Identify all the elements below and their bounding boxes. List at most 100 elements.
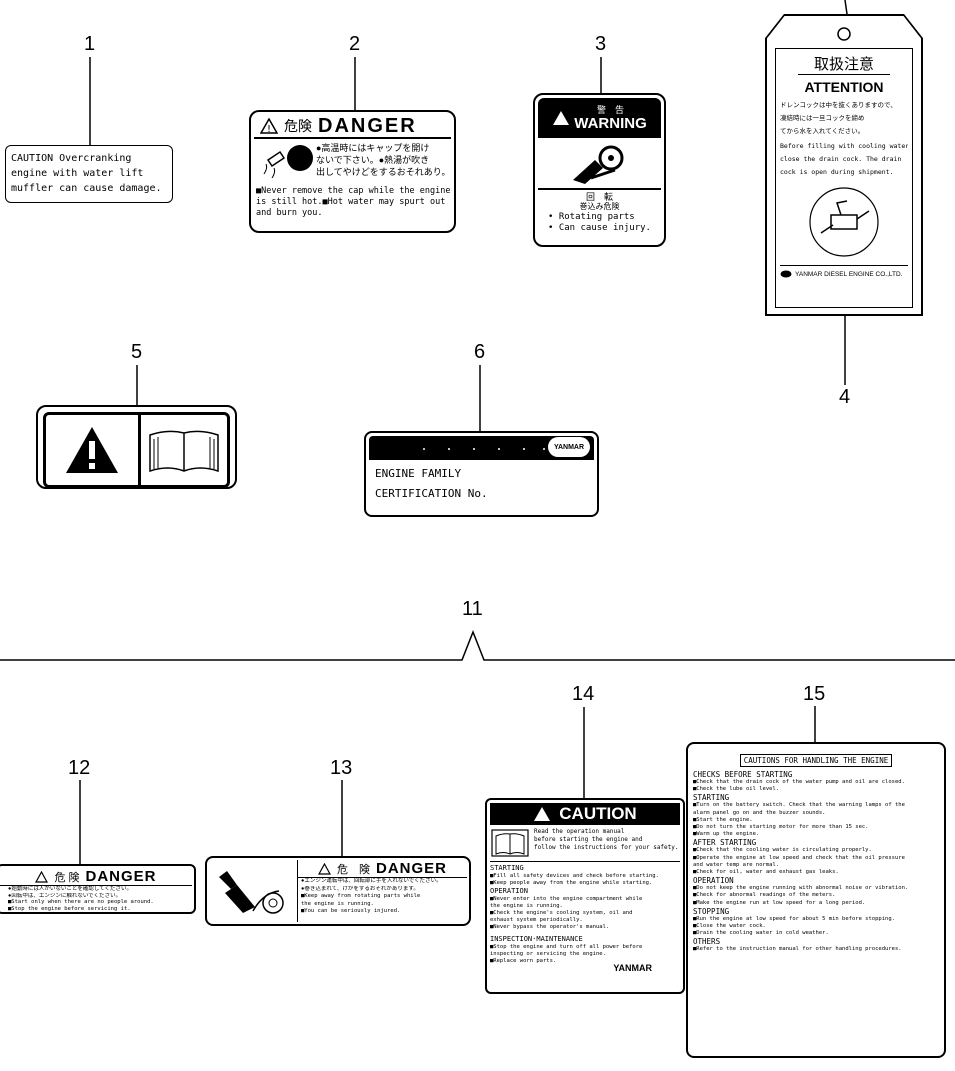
label-14-line: ■Keep people away from the engine while … bbox=[490, 880, 653, 886]
label-13-en-line: ■You can be seriously injured. bbox=[301, 908, 401, 914]
label-15-section-title: OTHERS bbox=[693, 937, 721, 947]
label-13-pictogram bbox=[209, 860, 298, 922]
svg-text:!: ! bbox=[267, 124, 271, 134]
label-15-line: ■Check the lube oil level. bbox=[693, 786, 780, 793]
warning-triangle-icon: ! bbox=[260, 118, 278, 134]
warning-triangle-icon bbox=[66, 427, 118, 473]
label-15-line: ■Check for oil, water and exhaust gas le… bbox=[693, 869, 839, 876]
label-14-line: ■Stop the engine and turn off all power … bbox=[490, 944, 643, 950]
label-4-jp-line: てから水を入れてください。 bbox=[780, 128, 865, 135]
tag-outline bbox=[765, 14, 923, 316]
label-3-heading: WARNING bbox=[574, 114, 647, 132]
label-14-intro-line: before starting the engine and bbox=[534, 836, 643, 843]
label-6-line2: CERTIFICATION No. bbox=[375, 487, 488, 500]
label-2-en-line: and burn you. bbox=[256, 208, 323, 218]
label-15-line: ■Make the engine run at low speed for a … bbox=[693, 899, 866, 906]
label-14-line: ■Replace worn parts. bbox=[490, 958, 557, 964]
label-13-jp-line: ●巻き込まれて、けがをするおそれがあります。 bbox=[301, 885, 419, 892]
label-4-inner: 取扱注意 ATTENTION ドレンコックは中を抜くありますので、 凍結時には一… bbox=[775, 48, 913, 308]
label-3-jp-caption2: 巻込み危険 bbox=[579, 202, 620, 211]
label-15-line: ■Check that the cooling water is circula… bbox=[693, 847, 872, 854]
label-15-line: ■Close the water cock. bbox=[693, 923, 766, 930]
label-15-line: ■Run the engine at low speed for about 5… bbox=[693, 915, 895, 922]
label-12-heading-jp: 危 険 bbox=[54, 871, 80, 884]
label-15-line: ■Refer to the instruction manual for oth… bbox=[693, 946, 902, 953]
bracket-11 bbox=[0, 629, 955, 661]
warning-triangle-icon bbox=[553, 111, 570, 125]
callout-13: 13 bbox=[330, 757, 353, 779]
label-14-section-title: INSPECTION·MAINTENANCE bbox=[490, 935, 583, 943]
label-4-title-jp: 取扱注意 bbox=[798, 53, 890, 75]
yanmar-logo-icon bbox=[780, 270, 792, 278]
label-14-line: ■Never enter into the engine compartment… bbox=[490, 896, 643, 902]
label-6-band: YANMAR bbox=[369, 436, 594, 460]
label-15-section-title: STOPPING bbox=[693, 906, 730, 916]
label-14-section-title: OPERATION bbox=[490, 887, 528, 895]
callout-6: 6 bbox=[474, 341, 486, 363]
callout-15: 15 bbox=[803, 683, 826, 705]
label-4-en-line: close the drain cock. The drain bbox=[780, 155, 902, 163]
label-1-line: engine with water lift bbox=[11, 168, 144, 179]
label-14-caution: CAUTION Read the operation manual before… bbox=[485, 798, 685, 994]
label-15-line: ■Start the engine. bbox=[693, 816, 753, 823]
callout-11: 11 bbox=[462, 598, 483, 620]
label-2-header: ! 危険 DANGER bbox=[254, 115, 451, 139]
label-3-heading-jp: 警 告 bbox=[596, 104, 624, 115]
label-15-line: ■Check for abnormal readings of the mete… bbox=[693, 892, 836, 899]
callout-4: 4 bbox=[839, 386, 851, 408]
label-12-en-line: ■Stop the engine before servicing it. bbox=[8, 905, 131, 912]
label-14-intro-line: follow the instructions for your safety. bbox=[534, 844, 679, 851]
label-1-caution: CAUTION Overcranking engine with water l… bbox=[5, 145, 173, 203]
label-3-pictogram bbox=[538, 138, 661, 188]
label-6-brand: YANMAR bbox=[553, 443, 585, 451]
label-12-danger: 危 険 DANGER ●始動時には人がいないことを確認してください。 ●回転中は… bbox=[0, 864, 196, 914]
warning-triangle-icon bbox=[35, 870, 49, 883]
callout-1: 1 bbox=[84, 33, 96, 55]
label-15-section-title: OPERATION bbox=[693, 876, 734, 886]
warning-triangle-icon bbox=[317, 862, 331, 875]
label-14-line: inspecting or servicing the engine. bbox=[490, 951, 606, 957]
label-14-line: exhaust system periodically. bbox=[490, 917, 583, 923]
label-13-header: 危 険 DANGER bbox=[298, 860, 467, 878]
label-15-section-title: STARTING bbox=[693, 793, 730, 803]
label-12-jp-line: ●回転中は、エンジンに触れないでください。 bbox=[8, 892, 122, 899]
dots bbox=[423, 448, 545, 450]
label-15-line: ■Drain the cooling water in cold weather… bbox=[693, 930, 829, 937]
label-12-heading: DANGER bbox=[85, 868, 157, 885]
label-2-en-line: ■Never remove the cap while the engine bbox=[256, 186, 451, 196]
label-14-line: ■Fill all safety devices and check befor… bbox=[490, 873, 659, 879]
label-1-line: muffler can cause damage. bbox=[11, 183, 162, 194]
label-14-line: ■Never bypass the operator's manual. bbox=[490, 924, 610, 930]
label-15-section-title: AFTER STARTING bbox=[693, 838, 757, 848]
label-15-line: ■Warm up the engine. bbox=[693, 831, 760, 838]
yanmar-logo: YANMAR bbox=[548, 437, 590, 457]
label-15-line: and water temp are normal. bbox=[693, 861, 780, 868]
label-4-en-line: Before filling with cooling water, bbox=[780, 142, 908, 150]
label-5-read-manual bbox=[36, 405, 237, 489]
warning-triangle-icon bbox=[534, 807, 551, 821]
label-2-jp-line: 出してやけどをするおそれあり。 bbox=[316, 167, 451, 177]
label-2-jp-line: ●高温時にはキャップを開け bbox=[316, 143, 430, 153]
label-3-warning: 警 告 WARNING 回 転 巻込み危険 • Rotating parts •… bbox=[533, 93, 666, 247]
label-6-engine-family: YANMAR ENGINE FAMILY CERTIFICATION No. bbox=[364, 431, 599, 517]
label-3-header: 警 告 WARNING bbox=[538, 98, 661, 138]
label-4-title: ATTENTION bbox=[804, 79, 884, 95]
callout-2: 2 bbox=[349, 33, 361, 55]
label-13-danger: 危 険 DANGER ●エンジン運転中は、回転部に手を入れないでください。 ●巻… bbox=[205, 856, 471, 926]
label-15-line: ■Check that the drain cock of the water … bbox=[693, 779, 905, 785]
label-12-jp-line: ●始動時には人がいないことを確認してください。 bbox=[8, 886, 132, 892]
label-2-danger: ! 危険 DANGER ●高温時にはキャップを開け ないで下さい。●熱湯が吹き … bbox=[249, 110, 456, 233]
label-13-en-line: ■Keep away from rotating parts while bbox=[301, 893, 421, 899]
label-3-en-line: • Rotating parts bbox=[548, 212, 635, 222]
label-14-brand: YANMAR bbox=[613, 963, 652, 973]
label-15-line: ■Operate the engine at low speed and che… bbox=[693, 854, 905, 861]
label-5-manual bbox=[141, 415, 227, 485]
label-14-section-title: STARTING bbox=[490, 864, 524, 872]
label-15-line: ■Turn on the battery switch. Check that … bbox=[693, 802, 905, 809]
label-4-jp-line: 凍結時には一旦コックを締め bbox=[780, 115, 865, 122]
label-13-heading-jp: 危 険 bbox=[336, 863, 370, 876]
open-book-icon bbox=[491, 829, 529, 857]
open-book-icon bbox=[149, 430, 219, 473]
label-14-heading: CAUTION bbox=[559, 804, 637, 823]
